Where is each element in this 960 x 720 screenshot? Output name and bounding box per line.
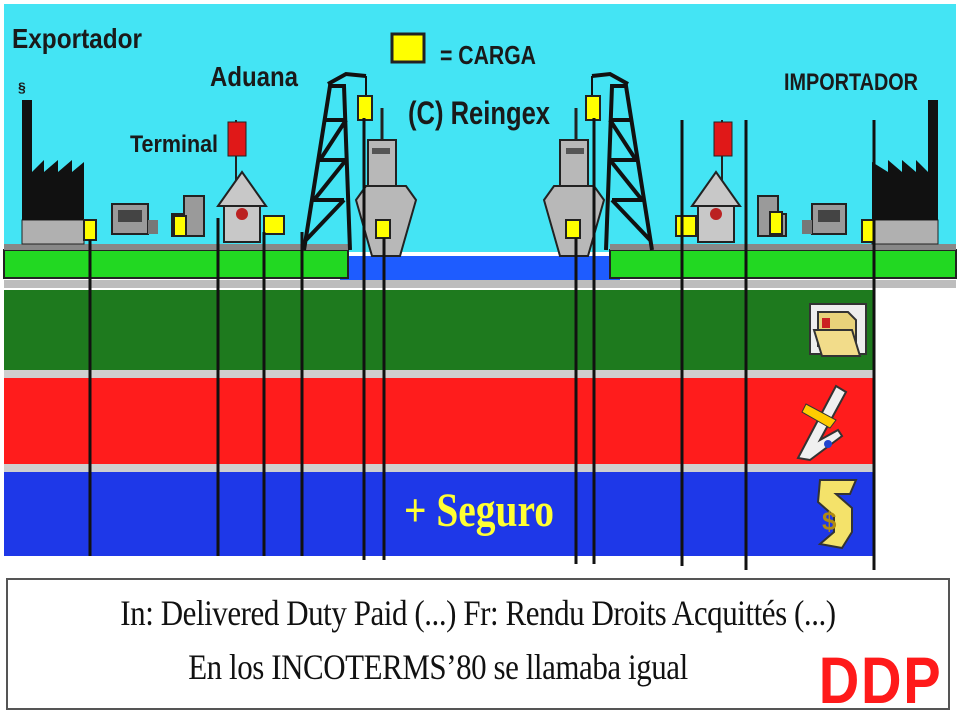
band-insurance — [4, 472, 874, 556]
band-transport — [4, 378, 874, 464]
airplane-icon — [796, 384, 848, 462]
caption-line-1: In: Delivered Duty Paid (...) Fr: Rendu … — [120, 593, 836, 633]
insurance-label: + Seguro — [404, 484, 554, 537]
cargo-boxes — [83, 95, 875, 243]
customs-house-left — [216, 120, 268, 243]
svg-text:$: $ — [822, 506, 837, 536]
copyright-label: (C) Reingex — [408, 95, 550, 131]
truck-left-1 — [111, 203, 158, 235]
crane-right — [591, 71, 654, 251]
flag-left — [227, 121, 247, 157]
water — [340, 256, 620, 280]
ddp-diagram: § — [3, 4, 957, 570]
caption-line-2: En los INCOTERMS’80 se llamaba igual — [188, 647, 688, 687]
folder-documents-icon — [809, 303, 867, 357]
customs-label: Aduana — [210, 61, 298, 92]
dock-edge-right — [610, 244, 956, 250]
stage-lines — [88, 118, 876, 570]
terminal-label: Terminal — [130, 131, 218, 158]
crane-left — [302, 71, 367, 251]
dock-edge-left — [4, 244, 348, 250]
customs-house-right — [690, 120, 742, 243]
flag-right — [713, 121, 733, 157]
incoterm-label: DDP — [818, 643, 942, 717]
separator — [4, 280, 956, 288]
importer-factory — [871, 100, 939, 245]
caption-box: In: Delivered Duty Paid (...) Fr: Rendu … — [6, 578, 950, 710]
band-documents — [4, 290, 874, 370]
cargo-legend-label: = CARGA — [440, 40, 536, 70]
pier-left — [3, 249, 349, 279]
pier-right — [609, 249, 957, 279]
exporter-label: Exportador — [12, 23, 142, 54]
sky — [4, 4, 956, 252]
truck-right-2 — [802, 203, 847, 235]
exporter-factory: § — [18, 79, 85, 245]
cargo-legend-box — [390, 32, 426, 64]
importer-label: IMPORTADOR — [784, 69, 918, 96]
svg-text:§: § — [18, 79, 26, 95]
money-bag-icon: $ — [816, 479, 858, 550]
